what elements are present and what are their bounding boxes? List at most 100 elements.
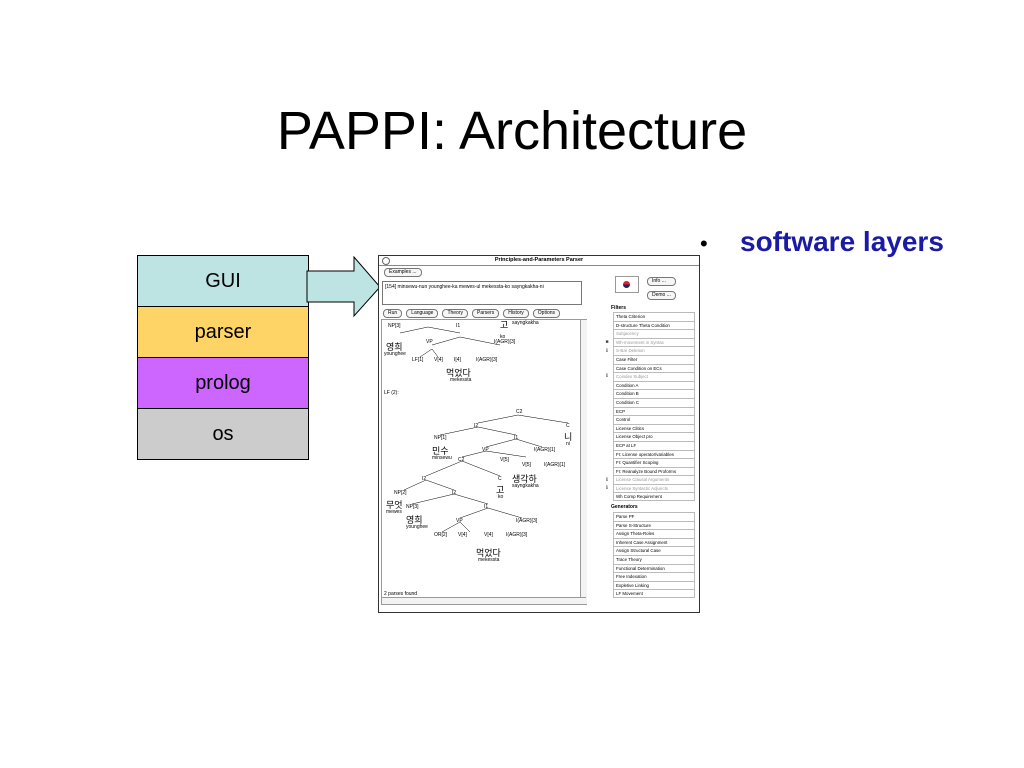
tree-gloss: minsewu xyxy=(432,455,452,461)
filter-item[interactable]: Case Condition on ECs xyxy=(601,363,695,373)
tree-word: 생각하 xyxy=(512,474,537,484)
tree-node: I2 xyxy=(474,423,479,429)
generator-label: Inherent Case Assignment xyxy=(613,537,695,547)
filter-label: Coindex Subject xyxy=(613,372,695,381)
filter-item[interactable]: License Clitics xyxy=(601,423,695,433)
tree-node: C xyxy=(566,423,570,429)
filter-item[interactable]: ■Wh-movement in Syntax xyxy=(601,337,695,347)
filter-item[interactable]: Condition B xyxy=(601,389,695,398)
menu-run[interactable]: Run xyxy=(383,309,403,318)
status-text: 2 parses found xyxy=(384,591,418,597)
tree-node: C2 xyxy=(516,409,523,415)
menu-options[interactable]: Options xyxy=(532,309,561,318)
filter-label: ECP at LF xyxy=(613,440,695,450)
tree-node: V[4] xyxy=(458,532,467,538)
layer-parser: parser xyxy=(138,307,308,358)
tree-word: 니 xyxy=(564,432,573,442)
filter-item[interactable]: D-structure Theta Condition xyxy=(601,320,695,330)
demo-button[interactable]: Demo ... xyxy=(647,291,676,300)
filter-label: D-structure Theta Condition xyxy=(613,320,695,330)
generator-item[interactable]: LF Movement xyxy=(601,589,695,598)
filter-item[interactable]: Control xyxy=(601,415,695,424)
layer-prolog-label: prolog xyxy=(195,371,251,394)
tree-node: I(AGR)[3] xyxy=(506,532,528,538)
layer-os: os xyxy=(138,409,308,459)
tree-node: VP xyxy=(426,339,433,345)
filter-item[interactable]: ℹ S-Bar Deletion xyxy=(601,346,695,355)
layer-gui: GUI xyxy=(138,256,308,307)
generator-item[interactable]: Parse PF xyxy=(601,512,695,521)
tree-gloss: sayngkakha xyxy=(512,320,539,326)
generator-item[interactable]: Assign Structural Case xyxy=(601,546,695,555)
generators-list: Parse PF Parse S-Structure Assign Theta-… xyxy=(601,512,695,598)
generator-item[interactable]: Trace Theory xyxy=(601,554,695,564)
sentence-field[interactable]: [154] minsewu-nun younghee-ka mewes-ul m… xyxy=(382,281,582,305)
filter-label: S-Bar Deletion xyxy=(613,346,695,355)
generator-item[interactable]: Assign Theta-Roles xyxy=(601,529,695,538)
parser-window: Principles-and-Parameters Parser Example… xyxy=(378,255,700,613)
filter-mark-icon: ℹ xyxy=(606,347,608,354)
filter-item[interactable]: Case Filter xyxy=(601,354,695,364)
generator-label: Trace Theory xyxy=(613,554,695,564)
filter-item[interactable]: ECP at LF xyxy=(601,440,695,450)
info-button[interactable]: Info ... xyxy=(647,277,676,286)
examples-button[interactable]: Examples ... xyxy=(384,268,422,277)
filter-item[interactable]: ECP xyxy=(601,406,695,416)
filter-label: License Clausal Arguments xyxy=(613,475,695,484)
generator-item[interactable]: Inherent Case Assignment xyxy=(601,537,695,547)
tree-node: I(AGR)[1] xyxy=(544,462,566,468)
bullet-list: • software layers xyxy=(700,225,1020,259)
menu-theory[interactable]: Theory xyxy=(442,309,468,318)
tree-node: I1 xyxy=(484,504,489,510)
layer-gui-label: GUI xyxy=(205,269,241,292)
filter-item[interactable]: FI: Reanalyze Bound Proforms xyxy=(601,466,695,476)
generator-item[interactable]: Expletive Linking xyxy=(601,580,695,590)
generator-item[interactable]: Free Indexation xyxy=(601,572,695,581)
tree-gloss: mekessta xyxy=(450,377,472,383)
filter-label: Case Condition on ECs xyxy=(613,363,695,373)
filter-item[interactable]: Theta Criterion xyxy=(601,312,695,321)
filter-label: Wh-movement in Syntax xyxy=(613,337,695,347)
generator-label: LF Movement xyxy=(613,589,695,598)
tree-horizontal-scrollbar[interactable] xyxy=(382,597,586,604)
tree-node: C2 xyxy=(458,457,465,463)
tree-word: 영희 xyxy=(386,342,403,352)
tree-node: I1 xyxy=(456,323,461,329)
tree-word: 고 xyxy=(496,485,505,495)
filter-item[interactable]: Condition A xyxy=(601,380,695,390)
menu-parsers[interactable]: Parsers xyxy=(472,309,500,318)
filter-item[interactable]: Wh Comp Requirement xyxy=(601,492,695,502)
bullet-item: • software layers xyxy=(700,225,1020,259)
generator-label: Assign Structural Case xyxy=(613,546,695,555)
tree-vertical-scrollbar[interactable] xyxy=(580,320,587,604)
menu-history[interactable]: History xyxy=(503,309,529,318)
tree-node: I2 xyxy=(452,490,457,496)
filter-item[interactable]: Condition C xyxy=(601,397,695,407)
generator-item[interactable]: Functional Determination xyxy=(601,563,695,573)
filter-label: Wh Comp Requirement xyxy=(613,492,695,502)
tree-gloss: ni xyxy=(566,441,570,447)
filter-mark-icon: ℹ xyxy=(606,485,608,492)
window-close-icon[interactable] xyxy=(382,257,390,265)
generator-label: Assign Theta-Roles xyxy=(613,529,695,538)
menu-bar: Run Language Theory Parsers History Opti… xyxy=(383,309,561,318)
layer-parser-label: parser xyxy=(194,320,252,343)
tree-word: 먹었다 xyxy=(476,548,501,558)
tree-node: NP[1] xyxy=(434,435,447,441)
tree-node: VP xyxy=(482,447,489,453)
parse-tree-pane[interactable]: NP[3] I1 고 ko sayngkakha 영희 younghee VP … xyxy=(381,319,587,605)
filter-item[interactable]: Subjacency xyxy=(601,329,695,338)
layer-prolog: prolog xyxy=(138,358,308,409)
filter-item[interactable]: FI: License operator/variables xyxy=(601,449,695,459)
filter-label: Control xyxy=(613,415,695,424)
filter-item[interactable]: License Object pro xyxy=(601,432,695,441)
filter-label: Condition C xyxy=(613,397,695,407)
layer-os-label: os xyxy=(212,422,234,445)
generator-item[interactable]: Parse S-Structure xyxy=(601,520,695,530)
tree-node: I(AGR)[3] xyxy=(494,339,516,345)
menu-language[interactable]: Language xyxy=(406,309,439,318)
filter-item[interactable]: FI: Quantifier Scoping xyxy=(601,458,695,467)
